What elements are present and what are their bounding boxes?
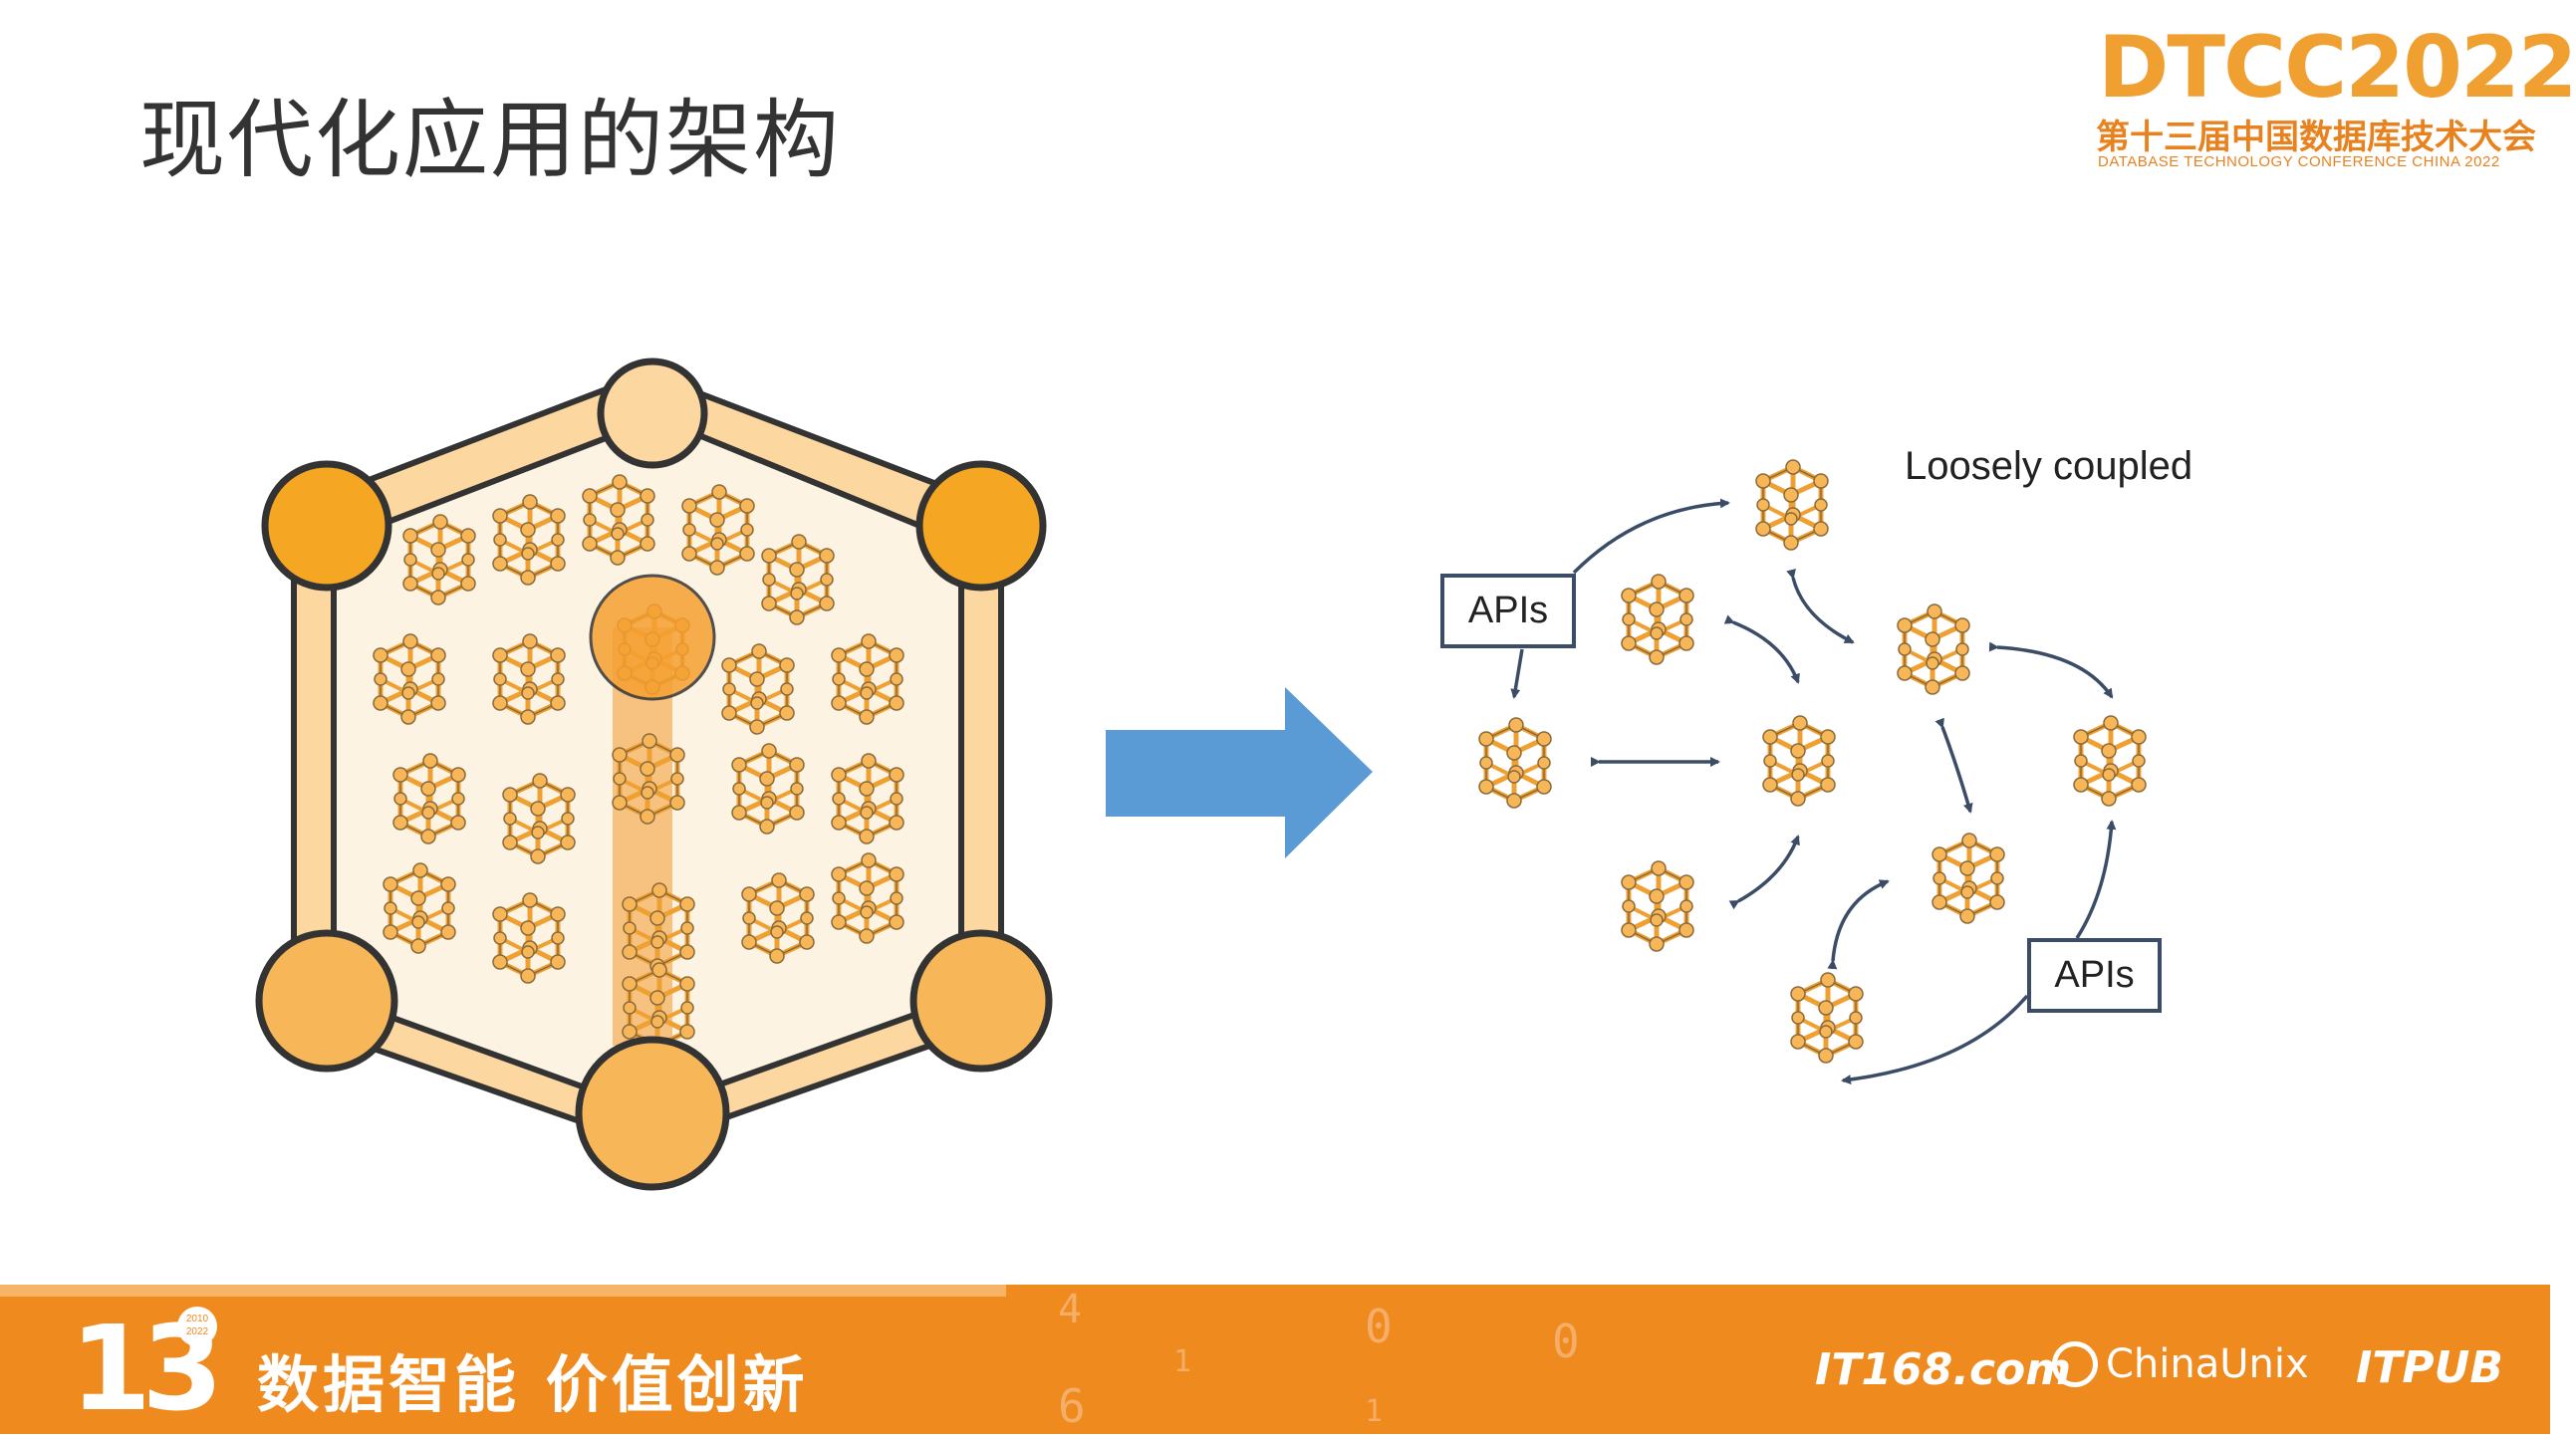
api-box-left: APIs (1440, 574, 1576, 648)
sponsor-chinaunix-logo: ChinaUnix (2052, 1339, 2309, 1387)
footer-banner (0, 1285, 2550, 1434)
decor-digit: 0 (1552, 1315, 1580, 1368)
decor-digit: 0 (1365, 1300, 1393, 1353)
logo-english: DATABASE TECHNOLOGY CONFERENCE CHINA 202… (2098, 153, 2500, 170)
microservice-cube (1756, 460, 1828, 550)
microservice-cube (1622, 575, 1693, 664)
api-arrows (1510, 498, 2117, 1085)
connection-arrows (1591, 569, 2114, 970)
sponsor-itpub-logo: ITPUB (2356, 1342, 2503, 1393)
microservice-cube (1763, 716, 1835, 806)
footer-slogan: 数据智能 价值创新 (257, 1348, 809, 1421)
sponsor-it168-logo: IT168.com (1815, 1344, 2072, 1395)
decor-digit: 1 (1173, 1344, 1192, 1379)
conference-logo: DTCC2022 第十三届中国数据库技术大会 DATABASE TECHNOLO… (2092, 18, 2576, 177)
badge-years: 2010 2022 (177, 1307, 217, 1346)
monolith-cube (255, 358, 1053, 1191)
microservice-cube (1791, 973, 1863, 1063)
microservice-cube (1898, 604, 1969, 694)
logo-subtitle: 第十三届中国数据库技术大会 (2096, 118, 2536, 157)
api-box-right: APIs (2027, 938, 2162, 1013)
loosely-coupled-label: Loosely coupled (1905, 444, 2193, 488)
microservice-cube (2074, 716, 2146, 806)
page-title: 现代化应用的架构 (139, 91, 841, 190)
decor-digit: 1 (1365, 1394, 1384, 1429)
decor-digit: 6 (1058, 1379, 1086, 1433)
microservice-cube (1932, 834, 2004, 923)
transition-arrow (1106, 687, 1373, 858)
chinaunix-icon (2052, 1341, 2098, 1387)
decor-digit: 4 (1058, 1287, 1083, 1332)
architecture-diagram (255, 358, 2550, 1191)
footer-accent-strip (0, 1285, 1006, 1297)
sponsor-chinaunix-text: ChinaUnix (2106, 1341, 2309, 1387)
microservice-cube (1622, 861, 1693, 951)
microservice-cube (1479, 718, 1551, 808)
logo-main-text: DTCC2022 (2098, 18, 2576, 118)
